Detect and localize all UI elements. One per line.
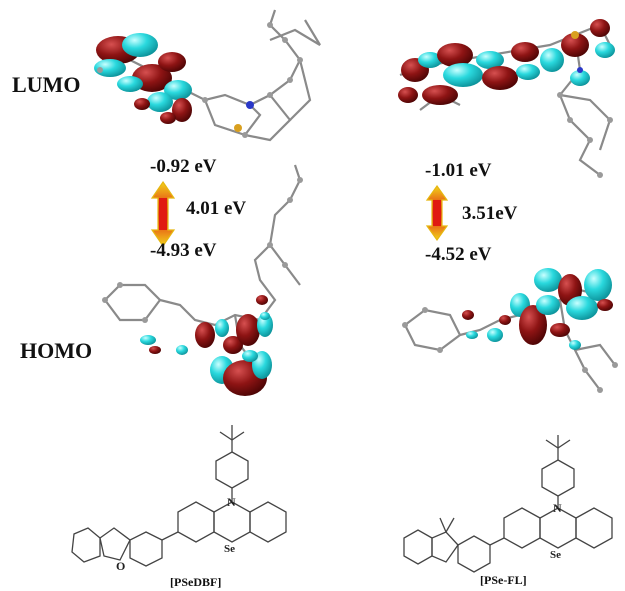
homo-label: HOMO <box>20 338 93 363</box>
left-atom-se: Se <box>224 543 235 555</box>
right-homo-energy: -4.52 eV <box>425 244 492 265</box>
left-lumo-lobes <box>94 33 192 124</box>
right-atom-n: N <box>553 501 562 515</box>
left-atom-o: O <box>116 559 125 573</box>
right-homo-atoms <box>402 307 618 393</box>
left-lumo-atoms <box>97 22 303 138</box>
right-compound-label: [PSe-FL] <box>480 573 527 587</box>
right-lumo-lobes <box>398 19 615 105</box>
left-gap-value: 4.01 eV <box>186 198 247 219</box>
left-lumo-energy: -0.92 eV <box>150 156 217 177</box>
left-homo-atoms <box>102 177 303 323</box>
right-structure <box>403 435 613 573</box>
left-homo-energy: -4.93 eV <box>150 240 217 261</box>
left-compound-label: [PSeDBF] <box>170 575 222 589</box>
right-gap-value: 3.51eV <box>462 203 518 224</box>
left-homo-lobes <box>140 295 273 396</box>
lumo-label: LUMO <box>12 72 81 97</box>
right-homo-lobes <box>462 268 613 350</box>
right-atom-se: Se <box>550 549 561 561</box>
left-structure <box>71 425 287 567</box>
right-lumo-energy: -1.01 eV <box>425 160 492 181</box>
right-gap-arrow <box>425 184 449 242</box>
right-lumo-atoms <box>557 31 613 178</box>
left-atom-n: N <box>227 495 236 509</box>
left-gap-arrow <box>150 180 176 248</box>
